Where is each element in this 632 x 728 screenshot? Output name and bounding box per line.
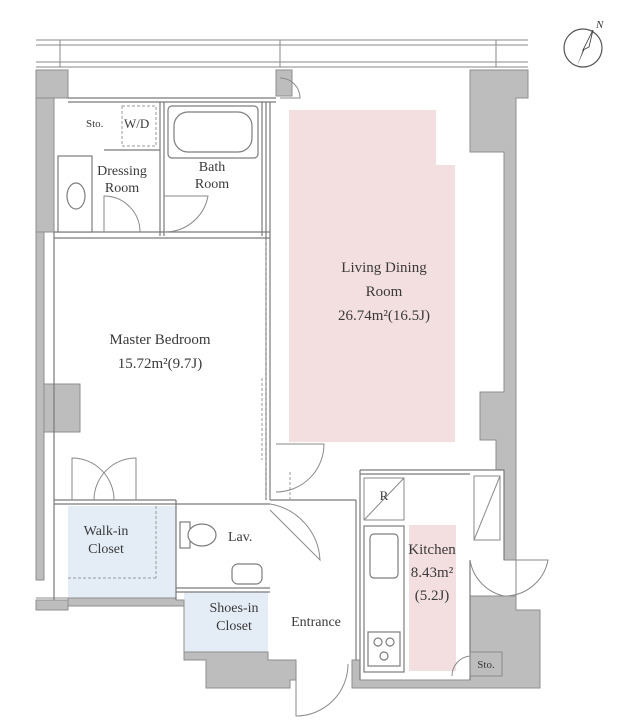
doors: [71, 77, 549, 717]
storage-top-label: Sto.: [86, 118, 104, 130]
kitchen-highlight: [409, 525, 456, 671]
walk-in-closet-label-1: Walk-in: [84, 524, 129, 539]
partitions: [68, 240, 291, 579]
living-dining-highlight-ext: [436, 165, 455, 442]
kitchen-label: Kitchen: [408, 542, 456, 558]
washer-dryer-label: W/D: [124, 116, 149, 131]
living-dining-area: 26.74m²(16.5J): [338, 308, 430, 324]
storage-bottom-label: Sto.: [477, 659, 495, 671]
living-dining-highlight: [289, 110, 436, 442]
living-dining-label-1: Living Dining: [341, 260, 427, 276]
lavatory-label: Lav.: [228, 530, 252, 545]
cooktop-icon: [367, 631, 401, 667]
living-dining-label-2: Room: [366, 284, 403, 300]
storage-bottom-box: [469, 651, 503, 677]
master-bedroom-area: 15.72m²(9.7J): [118, 356, 203, 372]
dressing-room-label-1: Dressing: [97, 164, 147, 179]
kitchen-area-value: 8.43m²: [411, 565, 454, 581]
room-labels: Sto. W/D Dressing Room Bath Room Living …: [84, 116, 495, 671]
lav-sink-icon: [231, 563, 263, 585]
entrance-label: Entrance: [291, 615, 341, 630]
bath-room-label-2: Room: [195, 177, 229, 192]
kitchen-cabinet: [473, 475, 501, 541]
shoes-closet-highlight: [184, 592, 268, 652]
kitchen-sink-icon: [369, 533, 399, 579]
refrigerator-label: R: [380, 488, 389, 503]
walk-in-closet-label-2: Closet: [88, 542, 124, 557]
master-bedroom-label: Master Bedroom: [109, 332, 211, 348]
shoes-in-closet-label-1: Shoes-in: [210, 601, 259, 616]
exterior-walls: [35, 69, 541, 689]
dressing-room-label-2: Room: [105, 181, 139, 196]
walk-in-closet-highlight: [68, 506, 176, 598]
fixtures: [57, 105, 503, 677]
compass-north-label: N: [595, 19, 604, 31]
refrigerator-icon: [363, 477, 405, 521]
bath-room-label-1: Bath: [199, 160, 225, 175]
shoes-in-closet-label-2: Closet: [216, 619, 252, 634]
kitchen-area-jo: (5.2J): [415, 588, 450, 604]
balcony: [36, 39, 528, 68]
compass: N: [563, 19, 604, 68]
